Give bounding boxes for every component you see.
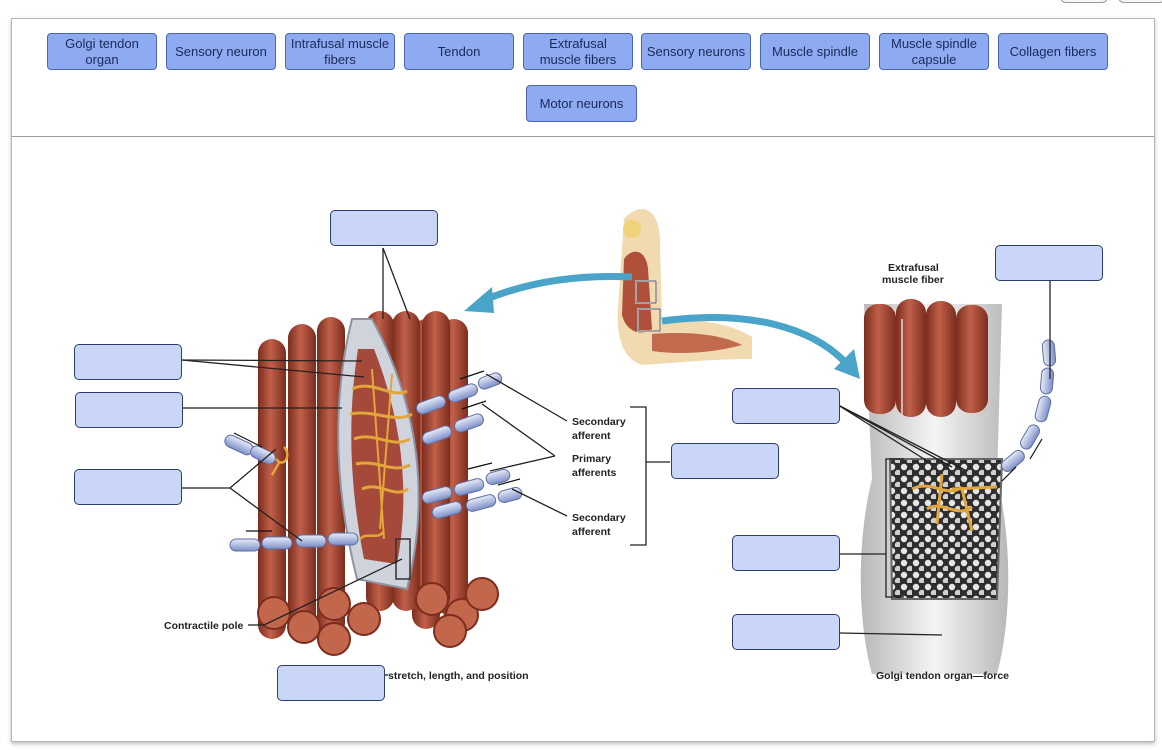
dropzone-1[interactable] bbox=[330, 210, 438, 246]
left-figure-text: Secondary afferent Primary afferents Sec… bbox=[164, 416, 626, 682]
leader-lines-right bbox=[837, 281, 1051, 636]
muscle-spindle-illustration bbox=[224, 311, 523, 656]
labeling-activity-panel: Golgi tendon organ Sensory neuron Intraf… bbox=[11, 18, 1155, 742]
arm-illustration bbox=[617, 209, 752, 365]
right-figure-text: Extrafusal muscle fiber Golgi tendon org… bbox=[876, 262, 1009, 682]
golgi-tendon-illustration bbox=[860, 299, 1057, 674]
dropzone-7[interactable] bbox=[995, 245, 1103, 281]
dropzone-6[interactable] bbox=[671, 443, 779, 479]
chip-extrafusal-muscle-fibers[interactable]: Extrafusal muscle fibers bbox=[523, 33, 633, 70]
label-contractile-pole: Contractile pole bbox=[164, 620, 244, 632]
anatomy-figure: Secondary afferent Primary afferents Sec… bbox=[164, 209, 1057, 682]
toolbar-button-2[interactable] bbox=[1118, 0, 1162, 3]
dropzone-8[interactable] bbox=[732, 388, 840, 424]
label-secondary-afferent-top: Secondary bbox=[572, 416, 626, 428]
chip-tendon[interactable]: Tendon bbox=[404, 33, 514, 70]
dropzone-3[interactable] bbox=[75, 392, 183, 428]
dropzone-10[interactable] bbox=[732, 614, 840, 650]
label-bank: Golgi tendon organ Sensory neuron Intraf… bbox=[12, 19, 1154, 137]
chip-muscle-spindle[interactable]: Muscle spindle bbox=[760, 33, 870, 70]
label-secondary-afferent-bottom: Secondary bbox=[572, 512, 626, 524]
chip-muscle-spindle-capsule[interactable]: Muscle spindle capsule bbox=[879, 33, 989, 70]
label-secondary-afferent-bottom-2: afferent bbox=[572, 526, 611, 538]
chip-golgi-tendon-organ[interactable]: Golgi tendon organ bbox=[47, 33, 157, 70]
label-extrafusal-muscle-fiber-2: muscle fiber bbox=[882, 274, 944, 286]
chip-motor-neurons[interactable]: Motor neurons bbox=[526, 85, 637, 122]
curved-arrows bbox=[464, 273, 860, 379]
label-primary-afferents-2: afferents bbox=[572, 467, 617, 479]
chip-sensory-neuron[interactable]: Sensory neuron bbox=[166, 33, 276, 70]
label-primary-afferents: Primary bbox=[572, 453, 611, 465]
dropzone-5[interactable] bbox=[277, 665, 385, 701]
chip-intrafusal-muscle-fibers[interactable]: Intrafusal muscle fibers bbox=[285, 33, 395, 70]
toolbar-button-1[interactable] bbox=[1060, 0, 1108, 3]
label-secondary-afferent-top-2: afferent bbox=[572, 430, 611, 442]
leader-lines-left bbox=[181, 247, 670, 676]
label-stretch-caption: stretch, length, and position bbox=[388, 670, 529, 682]
dropzone-2[interactable] bbox=[74, 344, 182, 380]
dropzone-4[interactable] bbox=[74, 469, 182, 505]
label-golgi-caption: Golgi tendon organ—force bbox=[876, 670, 1009, 682]
label-extrafusal-muscle-fiber: Extrafusal bbox=[888, 262, 939, 274]
chip-collagen-fibers[interactable]: Collagen fibers bbox=[998, 33, 1108, 70]
chip-sensory-neurons[interactable]: Sensory neurons bbox=[641, 33, 751, 70]
dropzone-9[interactable] bbox=[732, 535, 840, 571]
